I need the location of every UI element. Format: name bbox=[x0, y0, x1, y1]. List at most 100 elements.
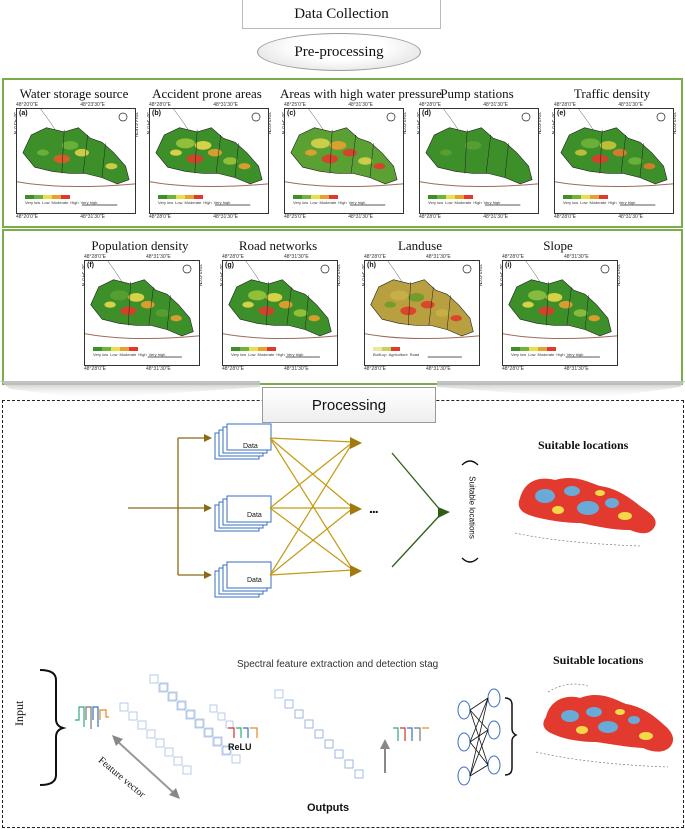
map-title: Population density bbox=[91, 238, 189, 253]
map-hotspot bbox=[248, 290, 267, 301]
legend-swatch bbox=[391, 347, 400, 351]
legend-swatch bbox=[446, 195, 455, 199]
legend-label: Low bbox=[175, 200, 183, 205]
feature-map bbox=[159, 682, 169, 692]
legend-swatch bbox=[547, 347, 556, 351]
coord-top-left: 48°28'0"E bbox=[149, 102, 171, 108]
coord-top-right: 48°31'30"E bbox=[483, 102, 508, 108]
coord-bottom-left: 48°25'0"E bbox=[284, 214, 306, 220]
district-line bbox=[566, 286, 572, 326]
map-graphic bbox=[17, 109, 135, 206]
study-area bbox=[508, 279, 612, 337]
map-graphic bbox=[285, 109, 403, 206]
panel-letter: (e) bbox=[557, 110, 566, 117]
processing-label: Processing bbox=[311, 396, 387, 414]
feature-map bbox=[284, 699, 294, 709]
coord-top-left: 48°28'0"E bbox=[554, 102, 576, 108]
panel-letter: (a) bbox=[19, 110, 28, 117]
district-line bbox=[101, 143, 106, 178]
map-hotspot bbox=[400, 306, 417, 316]
panel-letter: (c) bbox=[287, 110, 296, 117]
coord-top-right: 48°31'30"E bbox=[213, 102, 238, 108]
map-hotspot bbox=[643, 163, 656, 170]
feature-map bbox=[354, 769, 364, 779]
legend-swatch bbox=[167, 195, 176, 199]
map-graphic bbox=[223, 261, 337, 358]
map-hotspot bbox=[278, 300, 293, 309]
map-hotspot bbox=[591, 154, 609, 164]
north-arrow-icon bbox=[656, 112, 666, 122]
feature-map bbox=[194, 719, 204, 729]
legend-swatch bbox=[455, 195, 464, 199]
feature-map bbox=[177, 700, 187, 710]
coord-top-left: 48°28'0"E bbox=[84, 254, 106, 260]
map-title: Traffic density bbox=[573, 86, 651, 101]
legend-swatch bbox=[599, 195, 608, 199]
coord-bottom-left: 48°28'0"E bbox=[149, 214, 171, 220]
legend-swatch bbox=[102, 347, 111, 351]
legend-label: High bbox=[276, 352, 285, 357]
feature-map bbox=[182, 765, 192, 775]
coord-bottom-right: 48°31'30"E bbox=[80, 214, 105, 220]
coord-top-right: 48°31'30"E bbox=[284, 254, 309, 260]
district-line bbox=[266, 281, 269, 326]
legend-label: High bbox=[608, 200, 617, 205]
legend-label: Very high bbox=[286, 352, 304, 357]
district-line bbox=[166, 295, 171, 330]
legend-label: Moderate bbox=[257, 352, 275, 357]
river-line bbox=[223, 333, 337, 340]
legend-label: Very low bbox=[511, 352, 527, 357]
feature-map bbox=[231, 754, 241, 764]
coord-top-left: 48°28'0"E bbox=[419, 102, 441, 108]
map-hotspot bbox=[528, 290, 547, 301]
map-hotspot bbox=[329, 141, 347, 150]
legend-label: Very low bbox=[93, 352, 109, 357]
legend-label: Very low bbox=[428, 200, 444, 205]
map-hotspot bbox=[358, 157, 373, 165]
feature-map bbox=[176, 701, 186, 711]
legend-swatch bbox=[572, 195, 581, 199]
map-hotspot bbox=[105, 163, 118, 170]
legend-label: Very low bbox=[563, 200, 579, 205]
feature-map bbox=[274, 689, 284, 699]
map-hotspot bbox=[445, 138, 465, 149]
coord-bottom-left: 48°28'0"E bbox=[364, 366, 386, 372]
feature-map bbox=[186, 709, 196, 719]
map-hotspot bbox=[155, 309, 170, 317]
map-hotspot bbox=[293, 309, 308, 317]
legend-swatch bbox=[329, 195, 338, 199]
map-hotspot bbox=[42, 138, 62, 149]
legend-swatch bbox=[581, 195, 590, 199]
map-hotspot bbox=[140, 300, 155, 309]
legend-label: High bbox=[473, 200, 482, 205]
legend-label: Very low bbox=[25, 200, 41, 205]
map-hotspot bbox=[61, 141, 79, 150]
legend-label: High bbox=[556, 352, 565, 357]
district-line bbox=[620, 134, 627, 174]
map-hotspot bbox=[373, 163, 386, 170]
river-line bbox=[285, 181, 403, 188]
map-hotspot bbox=[342, 148, 357, 157]
legend-swatch bbox=[302, 195, 311, 199]
feature-map bbox=[167, 692, 177, 702]
coord-bottom-left: 48°28'0"E bbox=[222, 366, 244, 372]
map-hotspot bbox=[74, 148, 89, 157]
district-line bbox=[504, 143, 509, 178]
data-sheet bbox=[226, 423, 272, 451]
map-graphic bbox=[150, 109, 268, 206]
legend-label: Very high bbox=[483, 200, 501, 205]
feature-map bbox=[344, 759, 354, 769]
legend-swatch bbox=[52, 195, 61, 199]
legend-label: Moderate bbox=[589, 200, 607, 205]
legend-label: Moderate bbox=[184, 200, 202, 205]
map-title: Areas with high water pressure bbox=[280, 86, 442, 101]
legend-swatch bbox=[93, 347, 102, 351]
legend-swatch bbox=[61, 195, 70, 199]
outputs-label: Outputs bbox=[307, 802, 350, 814]
